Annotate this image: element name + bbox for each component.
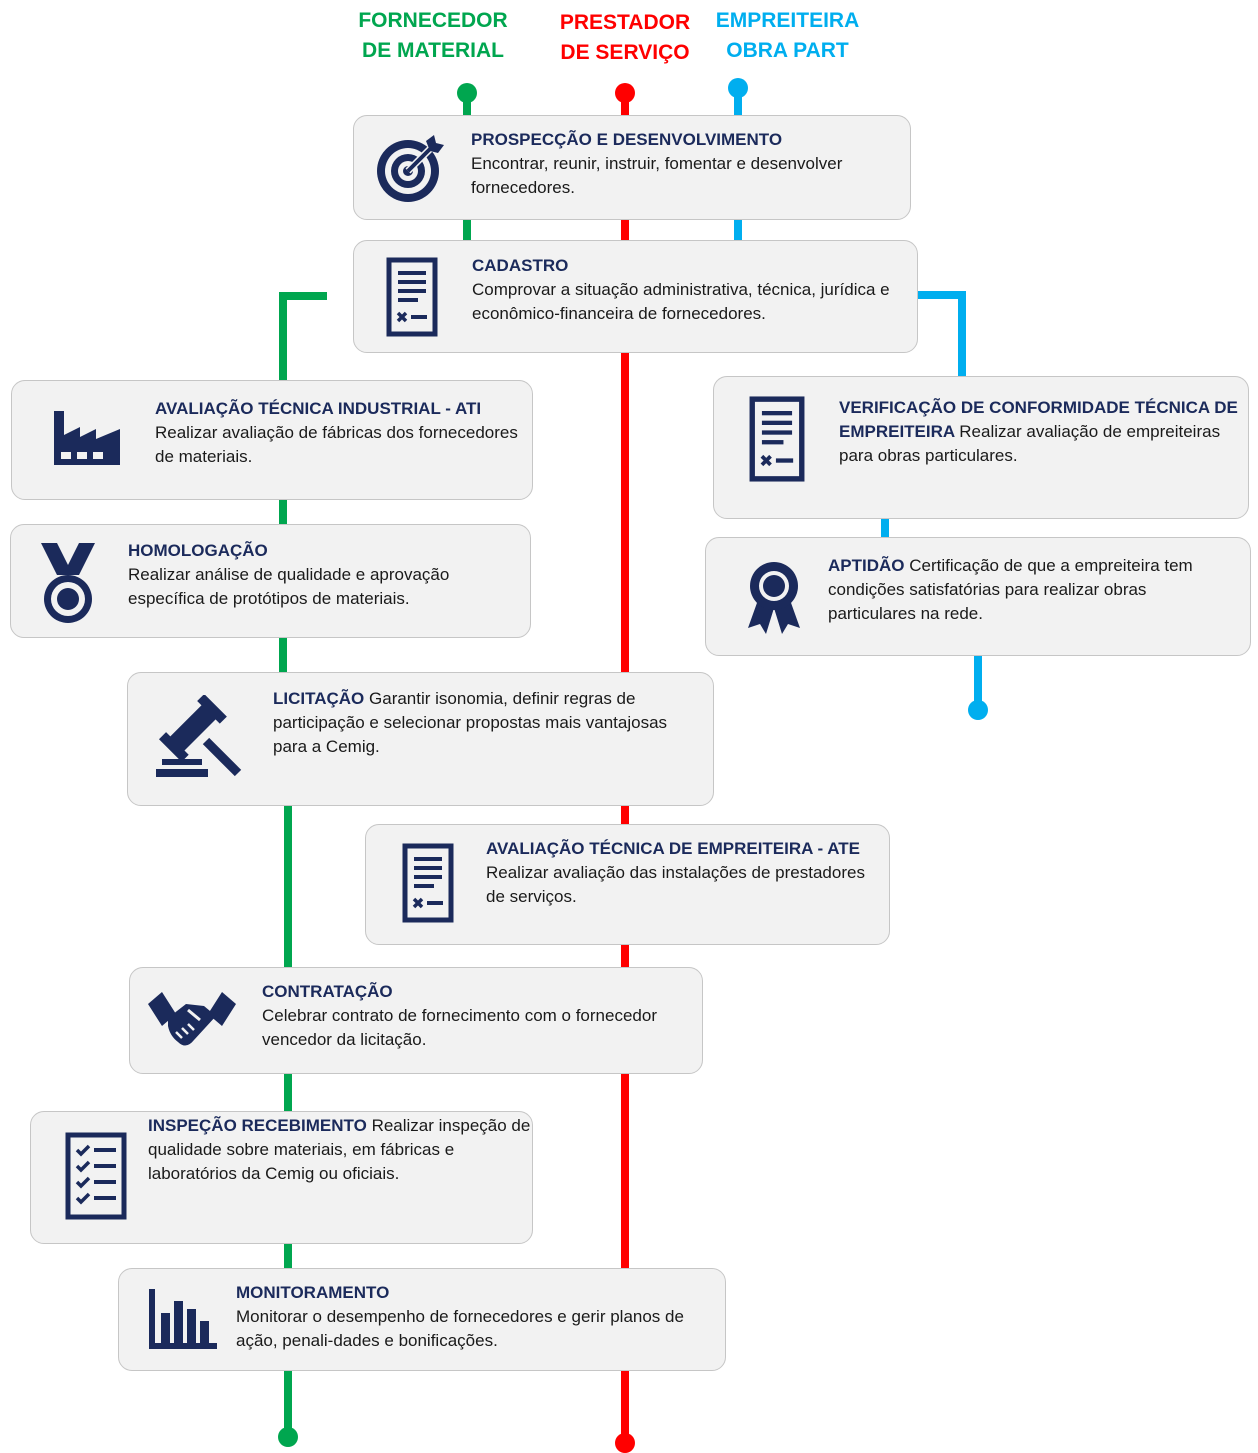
step-ati: AVALIAÇÃO TÉCNICA INDUSTRIAL - ATI Reali… xyxy=(11,380,533,500)
step-description: Encontrar, reunir, instruir, fomentar e … xyxy=(471,154,843,197)
servico-end-node xyxy=(615,1433,635,1453)
step-description: Realizar avaliação de empreiteiras para … xyxy=(839,422,1221,465)
step-monitoramento: MONITORAMENTO Monitorar o desempenho de … xyxy=(118,1268,726,1371)
step-title: INSPEÇÃO RECEBIMENTO xyxy=(148,1116,372,1135)
step-title: APTIDÃO xyxy=(828,556,910,575)
step-title: VERIFICAÇÃO DE CONFORMIDADE TÉCNICA DE E… xyxy=(839,398,1238,441)
document-icon xyxy=(386,257,438,337)
material-top-node xyxy=(457,83,477,103)
step-inspecao: INSPEÇÃO RECEBIMENTO Realizar inspeção d… xyxy=(30,1111,533,1244)
step-description: Realizar análise de qualidade e aprovaçã… xyxy=(128,565,450,608)
checklist-icon xyxy=(65,1132,127,1220)
step-description: Garantir isonomia, definir regras de par… xyxy=(273,689,668,756)
empreiteira-top-node xyxy=(728,78,748,98)
material-end-node xyxy=(278,1427,298,1447)
servico-top-node xyxy=(615,83,635,103)
header-empreiteira-obra-part: EMPREITEIRA OBRA PART xyxy=(715,9,860,62)
empreiteira-end-node xyxy=(968,700,988,720)
step-licitacao: LICITAÇÃO Garantir isonomia, definir reg… xyxy=(127,672,714,806)
gavel-icon xyxy=(156,695,242,777)
step-title: CADASTRO xyxy=(472,256,569,275)
step-title: CONTRATAÇÃO xyxy=(262,982,393,1001)
step-title: MONITORAMENTO xyxy=(236,1283,390,1302)
document-icon xyxy=(402,843,454,923)
step-description: Monitorar o desempenho de fornecedores e… xyxy=(236,1307,684,1350)
step-contratacao: CONTRATAÇÃO Celebrar contrato de forneci… xyxy=(129,967,703,1074)
step-description: Celebrar contrato de fornecimento com o … xyxy=(262,1006,657,1049)
step-title: AVALIAÇÃO TÉCNICA DE EMPREITEIRA - ATE xyxy=(486,839,860,858)
factory-icon xyxy=(54,411,120,465)
step-description: Realizar avaliação das instalações de pr… xyxy=(486,863,865,906)
document-icon xyxy=(749,396,805,482)
step-aptidao: APTIDÃO Certificação de que a empreiteir… xyxy=(705,537,1251,656)
ribbon-award-icon xyxy=(748,562,800,634)
step-description: Realizar inspeção de qualidade sobre mat… xyxy=(148,1116,531,1183)
header-prestador-servico: PRESTADOR DE SERVIÇO xyxy=(559,11,691,64)
step-description: Realizar avaliação de fábricas dos forne… xyxy=(155,423,518,466)
step-title: PROSPECÇÃO E DESENVOLVIMENTO xyxy=(471,130,783,149)
step-description: Certificação de que a empreiteira tem co… xyxy=(828,556,1193,623)
header-fornecedor-material: FORNECEDOR DE MATERIAL xyxy=(358,9,508,62)
step-cadastro: CADASTRO Comprovar a situação administra… xyxy=(353,240,918,353)
handshake-icon xyxy=(148,992,236,1046)
step-title: AVALIAÇÃO TÉCNICA INDUSTRIAL - ATI xyxy=(155,399,482,418)
step-title: LICITAÇÃO xyxy=(273,689,370,708)
step-prospeccao: PROSPECÇÃO E DESENVOLVIMENTO Encontrar, … xyxy=(353,115,911,220)
medal-icon xyxy=(41,543,95,623)
step-verificacao: VERIFICAÇÃO DE CONFORMIDADE TÉCNICA DE E… xyxy=(713,376,1249,519)
step-ate: AVALIAÇÃO TÉCNICA DE EMPREITEIRA - ATE R… xyxy=(365,824,890,945)
step-homologacao: HOMOLOGAÇÃO Realizar análise de qualidad… xyxy=(10,524,531,638)
step-description: Comprovar a situação administrativa, téc… xyxy=(472,280,890,323)
target-icon xyxy=(377,135,444,202)
empreiteira-branch-line xyxy=(918,291,966,390)
bar-chart-icon xyxy=(149,1289,217,1349)
step-title: HOMOLOGAÇÃO xyxy=(128,541,268,560)
